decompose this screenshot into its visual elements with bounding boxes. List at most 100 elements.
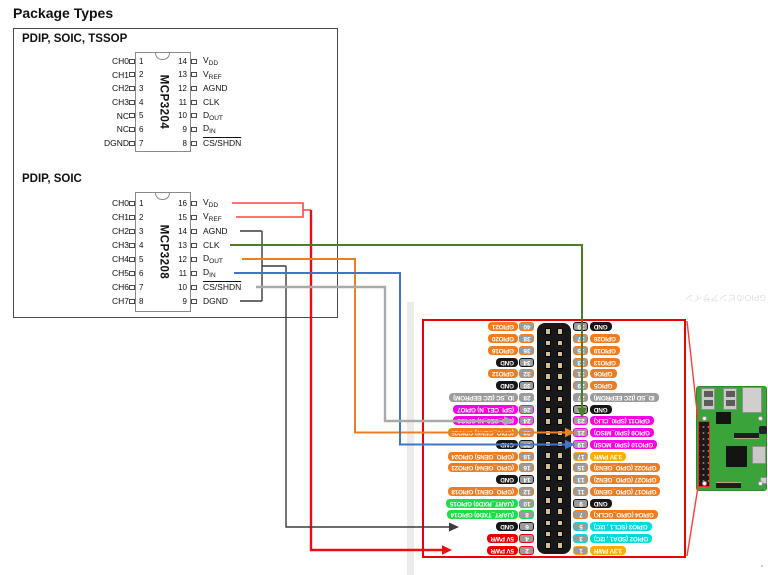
pin-number: 2 [139, 70, 144, 80]
pin-number: 13 [178, 240, 187, 250]
pin-pad-icon [129, 242, 135, 248]
pi-usb-stack-icon [723, 388, 737, 410]
pin-number: 11 [178, 268, 187, 278]
gpio-label-badge: GPIO17 (GPIO_GEN0) [590, 486, 661, 496]
pin-label: DGND [203, 296, 229, 306]
pin-label: AGND [203, 83, 228, 94]
gpio-label-badge: (SPI_CE1_N) GPIO7 [453, 404, 518, 414]
chip-pin-row: CH2 3 12 AGND [55, 82, 305, 96]
pin-pad-icon [191, 200, 197, 206]
gpio-40pin-header-icon [537, 323, 571, 554]
gpio-pin-number-badge: 38 [519, 334, 535, 344]
gpio-label-badge: GND [496, 475, 518, 485]
gpio-label-badge: GND [590, 404, 612, 414]
pin-number: 7 [139, 138, 144, 148]
pin-pad-icon [129, 270, 135, 276]
pin-pad-icon [191, 72, 197, 78]
gpio-label-badge: (GPIO_GEN5) GPIO24 [447, 451, 518, 461]
pin-number: 5 [139, 111, 144, 121]
pin-label: DIN [203, 123, 216, 136]
pi-mount-hole-icon [702, 416, 707, 421]
gpio-pin-number-badge: 19 [573, 439, 589, 449]
gpio-label-badge: GND [590, 498, 612, 508]
callout-leader-bottom [686, 486, 699, 557]
pin-number: 8 [182, 138, 187, 148]
gpio-label-badge: GND [496, 522, 518, 532]
gpio-pin-number-badge: 15 [573, 463, 589, 473]
gpio-label-badge: GPIO5 [590, 381, 617, 391]
gpio-label-badge: (GPIO_GEN1) GPIO18 [447, 486, 518, 496]
gpio-pin-number-badge: 9 [573, 498, 589, 508]
gpio-pin-number-badge: 40 [519, 322, 535, 332]
gpio-label-badge: GPIO12 [488, 369, 518, 379]
gpio-pin-number-badge: 30 [519, 381, 535, 391]
raspberry-pi-photo [696, 386, 767, 491]
pin-pad-icon [191, 256, 197, 262]
gpio-label-badge: (GPIO_GEN6) GPIO25 [447, 428, 518, 438]
pin-pad-icon [129, 298, 135, 304]
gpio-label-badge: ID_SC (I2C EEPROM) [449, 392, 518, 402]
gpio-pin-number-badge: 4 [519, 533, 535, 543]
gpio-label-badge: GPIO9 (SPI0_MISO) [590, 428, 654, 438]
pin-label: VDD [203, 197, 219, 209]
gpio-pin-number-badge: 6 [519, 522, 535, 532]
pin-number: 16 [178, 198, 187, 208]
pin-label: CH0 [111, 198, 129, 208]
pin-number: 11 [178, 97, 187, 107]
pin-pad-icon [129, 113, 135, 119]
gpio-pin-number-badge: 33 [573, 357, 589, 367]
pi-audio-jack-icon [759, 426, 767, 434]
gpio-label-badge: GPIO2 (SDA1 , I2C) [590, 533, 653, 543]
pin-label: AGND [203, 226, 228, 236]
pin-pad-icon [129, 200, 135, 206]
pin-pad-icon [191, 270, 197, 276]
pin-number: 3 [139, 83, 144, 93]
pin-label: CLK [203, 240, 220, 250]
gpio-label-badge: GPIO6 [590, 369, 617, 379]
pi-ethernet-port-icon [742, 387, 762, 413]
pin-pad-icon [129, 140, 135, 146]
gpio-label-badge: 3.3V PWR [590, 451, 627, 461]
gpio-pin-number-badge: 31 [573, 369, 589, 379]
pin-number: 14 [178, 226, 187, 236]
pin-label: CH3 [111, 97, 129, 108]
pin-label: CH7 [111, 296, 129, 306]
gpio-label-badge: GND [496, 381, 518, 391]
pin-label: CH2 [111, 83, 129, 94]
pin-pad-icon [129, 58, 135, 64]
pin-label: CH1 [111, 69, 129, 80]
pin-number: 10 [178, 282, 187, 292]
pin-label: CH3 [111, 240, 129, 250]
pin-number: 9 [182, 124, 187, 134]
pin-number: 12 [178, 83, 187, 93]
pi-soc-chip-icon [726, 446, 747, 467]
pin-number: 1 [139, 198, 144, 208]
section-label-pdip-soic: PDIP, SOIC [22, 173, 82, 185]
gpio-label-badge: 5V PWR [486, 545, 518, 555]
gpio-pin-number-badge: 7 [573, 510, 589, 520]
pi-mount-hole-icon [758, 481, 763, 486]
pin-pad-icon [191, 214, 197, 220]
pin-label: VREF [203, 68, 222, 81]
gpio-label-badge: GPIO3 (SCL1 , I2C) [590, 522, 652, 532]
pin-pad-icon [191, 85, 197, 91]
gpio-pin-number-badge: 1 [573, 545, 589, 555]
gpio-label-badge: GPIO11 (SPI0_CLK) [590, 416, 654, 426]
gpio-label-badge: GPIO26 [590, 334, 620, 344]
pi-mount-hole-icon [758, 416, 763, 421]
gpio-pin-number-badge: 35 [573, 345, 589, 355]
gpio-pin-number-badge: 37 [573, 334, 589, 344]
pin-pad-icon [191, 284, 197, 290]
pin-pad-icon [129, 214, 135, 220]
gpio-pin-number-badge: 17 [573, 451, 589, 461]
